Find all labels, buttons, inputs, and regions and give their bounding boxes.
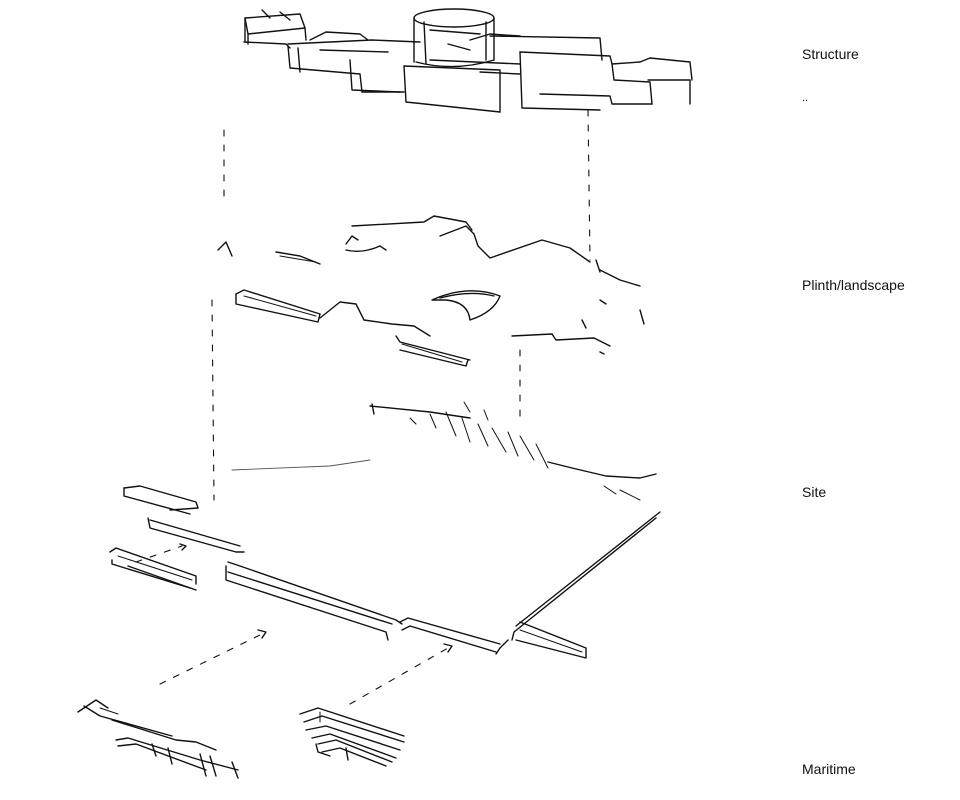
maritime-layer-drawing (77, 699, 405, 779)
site-layer-drawing (109, 401, 661, 659)
structure-layer-drawing (243, 8, 693, 113)
layer-label-site: Site (802, 484, 827, 500)
layer-label-plinth-landscape: Plinth/landscape (802, 277, 905, 293)
layer-label-maritime: Maritime (802, 761, 856, 777)
plinth-landscape-layer-drawing (217, 215, 645, 367)
stray-mark: .. (802, 92, 809, 104)
layer-label-structure: Structure (802, 46, 859, 62)
